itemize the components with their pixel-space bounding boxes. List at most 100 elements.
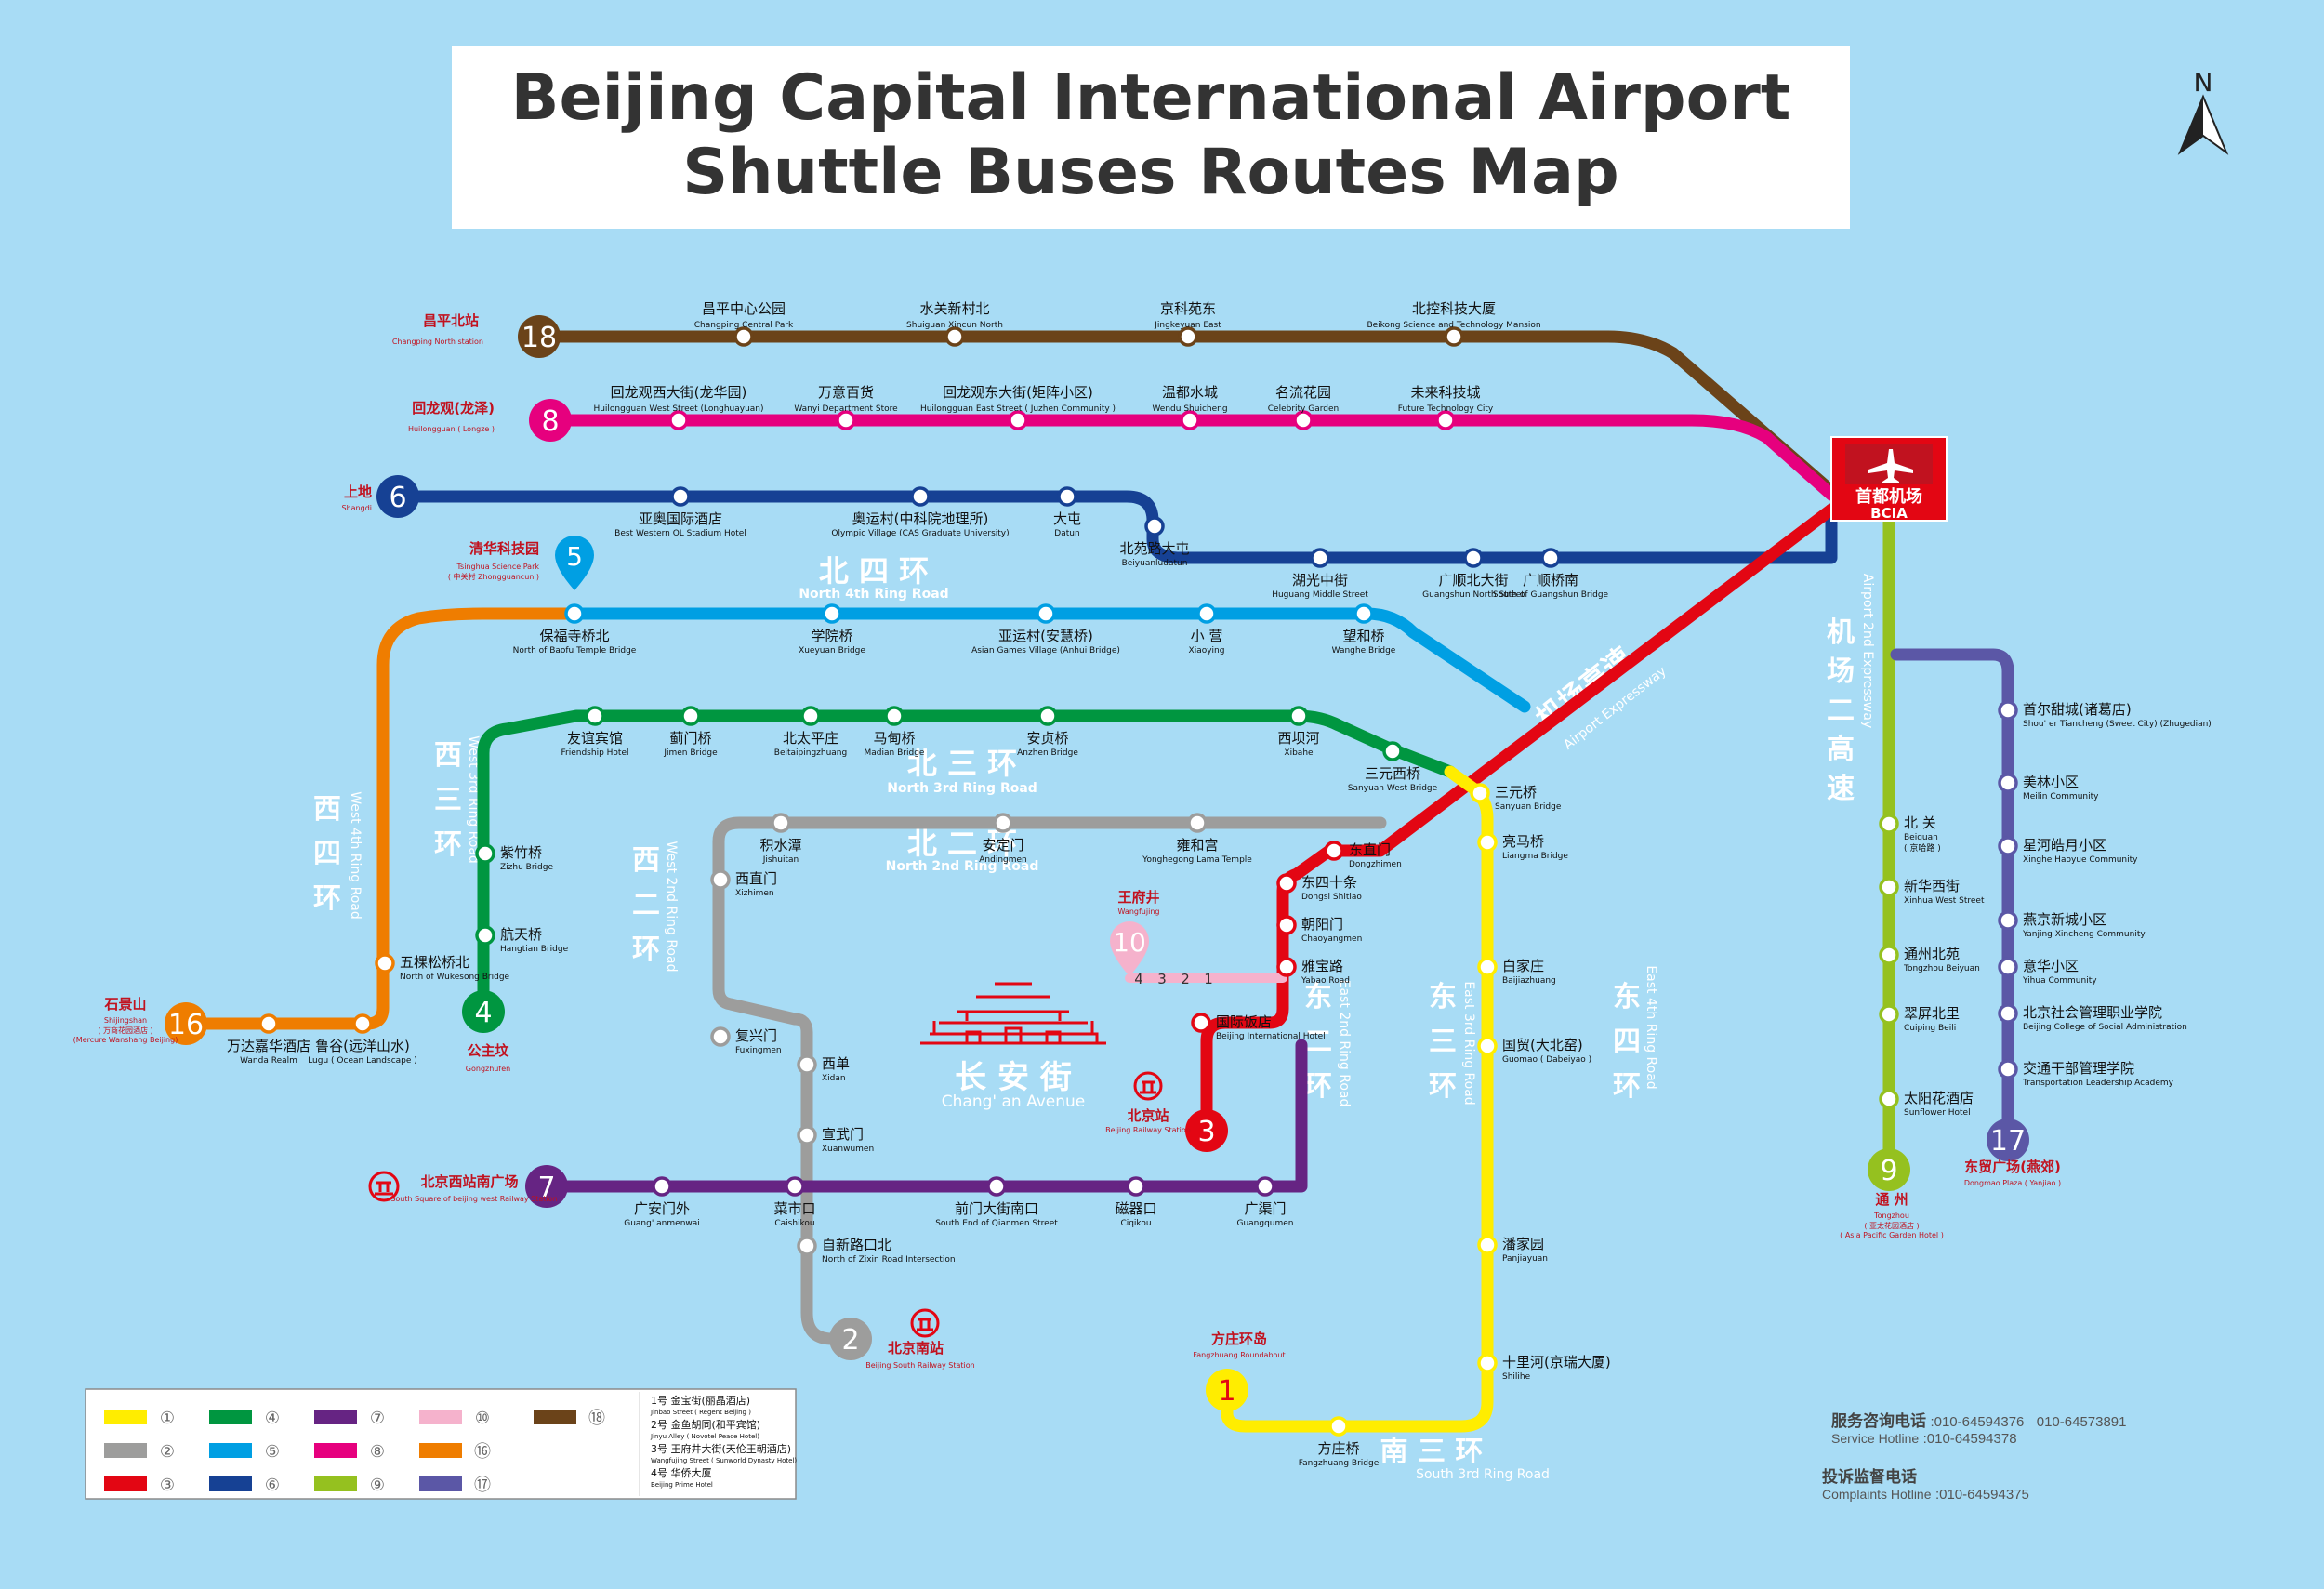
stop-marker[interactable] (1435, 410, 1456, 430)
stop-marker[interactable] (1036, 603, 1056, 624)
route-badge-1[interactable] (1206, 1369, 1248, 1411)
route-badge-10[interactable] (1110, 921, 1149, 976)
stop-marker[interactable] (1328, 1416, 1349, 1437)
stop-marker[interactable] (1998, 773, 2018, 793)
route-badge-4[interactable] (462, 990, 505, 1033)
stop-marker[interactable] (910, 486, 931, 507)
route-badge-2[interactable] (829, 1318, 872, 1360)
stop-marker[interactable] (771, 813, 791, 833)
stop-marker[interactable] (1276, 873, 1297, 894)
stop-marker[interactable] (1463, 548, 1484, 568)
stop-marker[interactable] (1008, 410, 1028, 430)
ring-label-char: 机 (1827, 616, 1855, 649)
stop-marker[interactable] (668, 410, 689, 430)
stop-marker[interactable] (680, 706, 701, 726)
stop-marker[interactable] (1477, 1353, 1498, 1373)
route-badge-9[interactable] (1868, 1148, 1910, 1191)
stop-marker[interactable] (475, 925, 495, 946)
stop-marker[interactable] (797, 1236, 817, 1256)
stop-marker[interactable] (1353, 603, 1374, 624)
stop-marker[interactable] (1477, 1235, 1498, 1255)
route-badge-8[interactable] (529, 399, 572, 442)
ring-label-north-3rd: 北 三 环 (907, 746, 1017, 781)
stop-marker[interactable] (1180, 410, 1200, 430)
stop-marker[interactable] (652, 1176, 672, 1197)
stop-name-zh: 昌平中心公园 (702, 300, 786, 317)
stop-marker[interactable] (475, 843, 495, 864)
route-badge-6[interactable] (376, 475, 419, 518)
stop-marker[interactable] (1477, 832, 1498, 853)
stop-marker[interactable] (564, 603, 585, 624)
stop-marker[interactable] (1879, 1089, 1899, 1109)
stop-marker[interactable] (1998, 836, 2018, 856)
stop-marker[interactable] (1879, 814, 1899, 834)
stop-marker[interactable] (1144, 516, 1165, 536)
stop-marker[interactable] (1191, 1013, 1211, 1033)
stop-marker[interactable] (352, 1013, 373, 1034)
stop-marker[interactable] (1255, 1176, 1275, 1197)
stop-marker[interactable] (836, 410, 856, 430)
airport-box[interactable]: 首都机场 BCIA (1830, 436, 1948, 522)
stop-marker[interactable] (1998, 957, 2018, 977)
stop-marker[interactable] (670, 486, 691, 507)
stop-marker[interactable] (1540, 548, 1561, 568)
stop-marker[interactable] (1288, 706, 1309, 726)
stop-marker[interactable] (1276, 915, 1297, 935)
stop-marker[interactable] (1310, 548, 1330, 568)
route-badge-17[interactable] (1987, 1119, 2029, 1161)
stop-marker[interactable] (733, 326, 754, 347)
stop-marker[interactable] (1879, 877, 1899, 897)
stop-marker[interactable] (884, 706, 905, 726)
legend-stop-zh: 4号 华侨大厦 (651, 1466, 712, 1479)
stop-marker[interactable] (822, 603, 842, 624)
stop-marker[interactable] (1382, 741, 1403, 761)
stop-marker[interactable] (1998, 1003, 2018, 1024)
stop-marker[interactable] (1998, 910, 2018, 931)
stop-name-zh: 星河皓月小区 (2023, 837, 2106, 854)
stop-marker[interactable] (785, 1176, 805, 1197)
complaints-hotline-label-en: Complaints Hotline (1822, 1487, 1932, 1502)
stop-marker[interactable] (375, 953, 395, 973)
stop-name-en: South of Guangshun Bridge (1493, 590, 1609, 600)
service-hotline-label: 服务咨询电话 (1831, 1412, 1926, 1430)
stop-marker[interactable] (1998, 1059, 2018, 1079)
ring-label-en: East 2nd Ring Road (1337, 980, 1352, 1107)
stop-name-zh: 燕京新城小区 (2023, 911, 2106, 928)
stop-marker[interactable] (585, 706, 605, 726)
stop-marker[interactable] (797, 1125, 817, 1145)
stop-number: 1 (1204, 971, 1213, 987)
stop-marker[interactable] (993, 813, 1013, 833)
stop-marker[interactable] (1444, 326, 1464, 347)
stop-marker[interactable] (1196, 603, 1217, 624)
stop-marker[interactable] (1998, 700, 2018, 721)
stop-marker[interactable] (1477, 957, 1498, 977)
stop-marker[interactable] (1276, 957, 1297, 977)
stop-marker[interactable] (710, 869, 731, 890)
stop-marker[interactable] (1057, 486, 1077, 507)
route-badge-5[interactable] (555, 536, 594, 590)
stop-marker[interactable] (710, 1026, 731, 1047)
stop-marker[interactable] (1037, 706, 1058, 726)
stop-name-zh: 交通干部管理学院 (2023, 1060, 2134, 1077)
stop-marker[interactable] (1879, 945, 1899, 965)
route-badge-7[interactable] (525, 1165, 568, 1208)
stop-marker[interactable] (1187, 813, 1208, 833)
stop-marker[interactable] (1324, 841, 1344, 861)
stop-marker[interactable] (1477, 1036, 1498, 1056)
stop-marker[interactable] (944, 326, 965, 347)
stop-marker[interactable] (1178, 326, 1198, 347)
ring-label-char: 环 (313, 882, 341, 915)
stop-marker[interactable] (1293, 410, 1314, 430)
stop-marker[interactable] (800, 706, 821, 726)
stop-marker[interactable] (1470, 783, 1490, 803)
ring-label-char: 西 (632, 844, 660, 877)
route-badge-16[interactable] (165, 1002, 207, 1045)
route-badge-3[interactable] (1185, 1109, 1228, 1152)
stop-marker[interactable] (1879, 1004, 1899, 1025)
stop-marker[interactable] (797, 1054, 817, 1075)
terminal-sub: ( 亚太花园酒店 ) (1864, 1221, 1919, 1230)
stop-marker[interactable] (258, 1013, 279, 1034)
stop-marker[interactable] (986, 1176, 1007, 1197)
stop-marker[interactable] (1126, 1176, 1146, 1197)
route-badge-18[interactable] (518, 315, 561, 358)
